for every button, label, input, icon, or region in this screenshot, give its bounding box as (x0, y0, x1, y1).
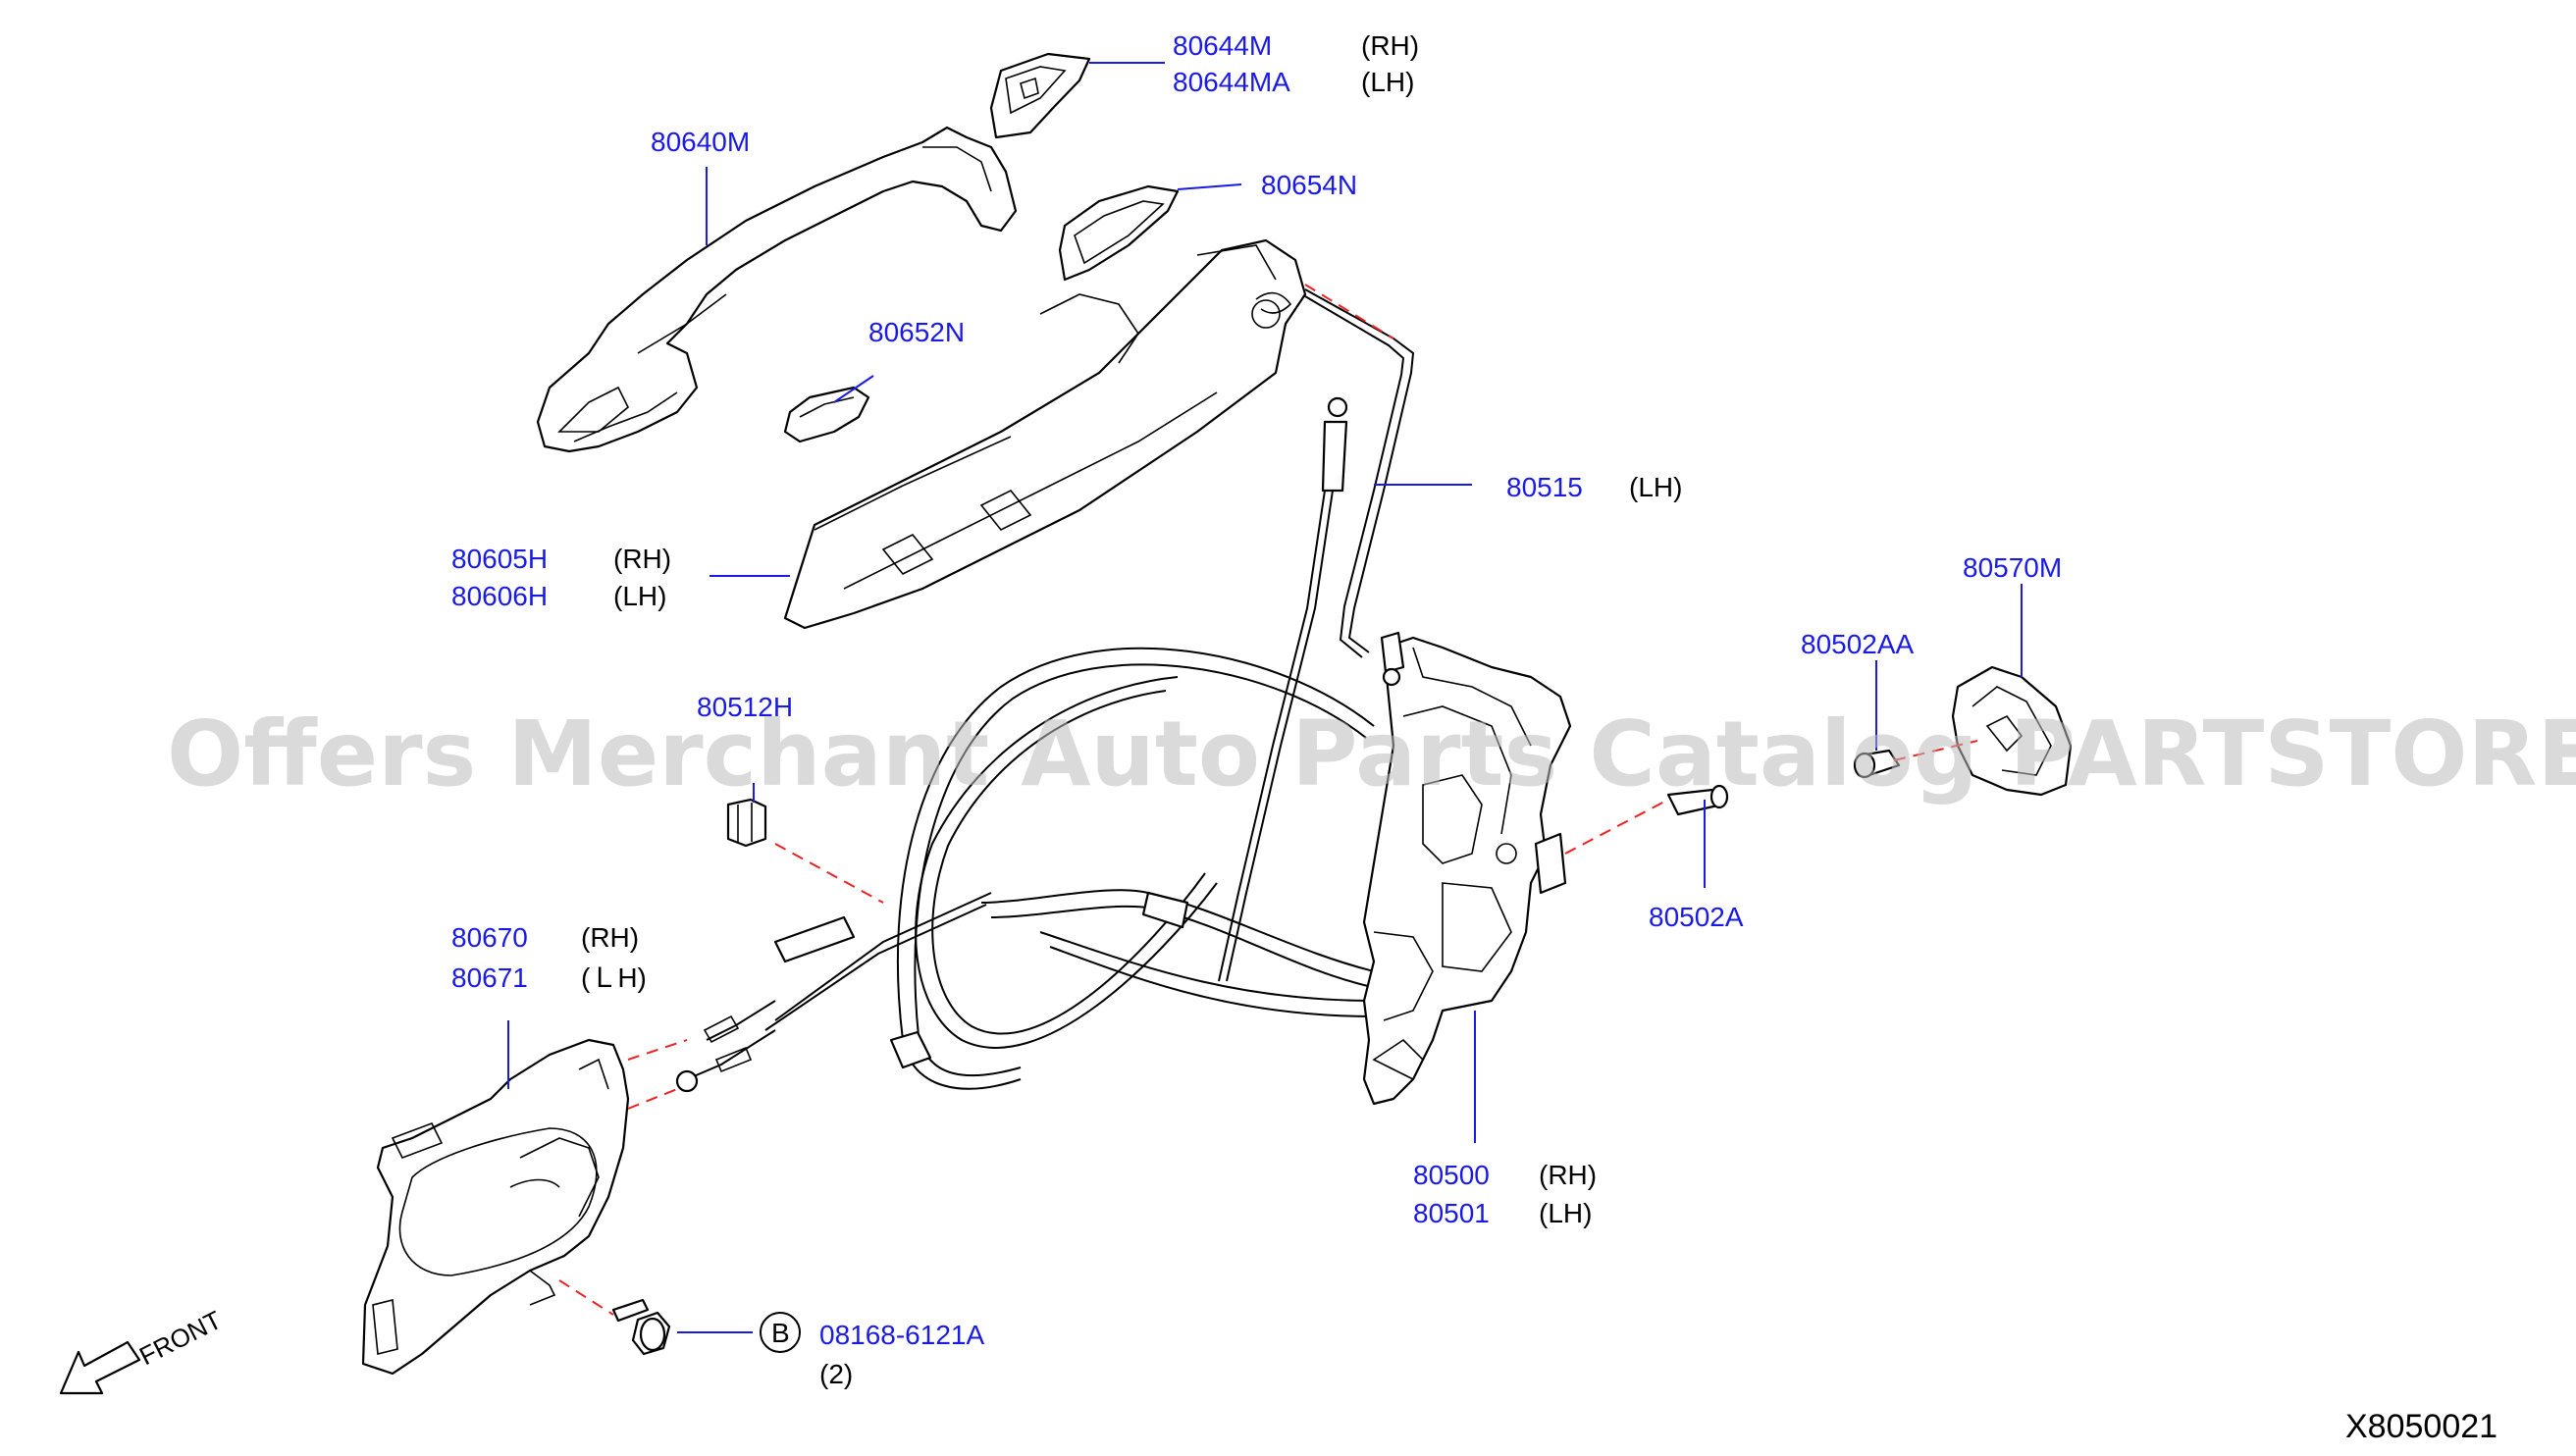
callout-80670[interactable]: 80670 (451, 922, 528, 953)
handle-bracket-part[interactable] (783, 238, 1307, 630)
figure-id: X8050021 (2345, 1408, 2497, 1445)
side-80671: (ＬH) (581, 962, 647, 993)
inside-handle-part[interactable] (361, 1038, 630, 1376)
side-80501: (LH) (1539, 1198, 1592, 1228)
side-80670: (RH) (581, 922, 639, 953)
callout-80605H[interactable]: 80605H (451, 544, 548, 574)
door-lock-actuator-part[interactable] (1362, 631, 1572, 1106)
bolt-symbol-circle (760, 1312, 801, 1353)
side-80644MA: (LH) (1361, 67, 1414, 97)
callout-80644M[interactable]: 80644M (1173, 30, 1272, 61)
callout-80500[interactable]: 80500 (1413, 1160, 1490, 1190)
callout-labels: 80644M (RH) 80644MA (LH) 80640M 80654N 8… (451, 30, 2062, 1389)
callout-80606H[interactable]: 80606H (451, 581, 548, 611)
front-label: FRONT (134, 1305, 227, 1371)
side-80515: (LH) (1629, 472, 1682, 502)
callout-80570M[interactable]: 80570M (1963, 552, 2062, 583)
escutcheon-cap-part[interactable] (989, 52, 1091, 139)
bolt-part[interactable] (611, 1298, 671, 1356)
lock-knob-cable-part[interactable] (1218, 396, 1348, 982)
dashed-connection-lines (558, 284, 1978, 1316)
side-80644M: (RH) (1361, 30, 1419, 61)
callout-08168-6121A[interactable]: 08168-6121A (819, 1320, 984, 1350)
callout-80501[interactable]: 80501 (1413, 1198, 1490, 1228)
cable-clip-part[interactable] (726, 798, 767, 848)
side-80500: (RH) (1539, 1160, 1597, 1190)
front-arrow-icon (59, 1340, 141, 1395)
quantity-08168-6121A: (2) (819, 1359, 853, 1389)
callout-80640M[interactable]: 80640M (651, 127, 750, 157)
callout-80652N[interactable]: 80652N (868, 317, 965, 347)
front-direction-indicator: FRONT (59, 1305, 227, 1395)
handle-gasket-front-part[interactable] (783, 386, 870, 443)
callout-80502A[interactable]: 80502A (1649, 902, 1744, 932)
side-80606H: (LH) (613, 581, 666, 611)
latch-pin-part[interactable] (1666, 784, 1729, 816)
callout-80671[interactable]: 80671 (451, 962, 528, 993)
door-cable-loop-part[interactable] (675, 647, 1375, 1093)
striker-bolt-part[interactable] (1853, 749, 1901, 779)
watermark-text: Offers Merchant Auto Parts Catalog PARTS… (167, 702, 2576, 806)
lock-rod-part[interactable] (1304, 288, 1415, 658)
callout-80512H[interactable]: 80512H (697, 692, 793, 722)
handle-gasket-rear-part[interactable] (1058, 184, 1180, 282)
striker-part[interactable] (1951, 665, 2073, 797)
leader-lines (507, 62, 2023, 1333)
callout-80654N[interactable]: 80654N (1261, 170, 1357, 200)
outside-handle-part[interactable] (536, 126, 1018, 453)
callout-80644MA[interactable]: 80644MA (1173, 67, 1290, 97)
side-80605H: (RH) (613, 544, 671, 574)
callout-80515[interactable]: 80515 (1506, 472, 1583, 502)
bolt-symbol-letter: B (771, 1318, 790, 1348)
callout-80502AA[interactable]: 80502AA (1801, 629, 1915, 659)
